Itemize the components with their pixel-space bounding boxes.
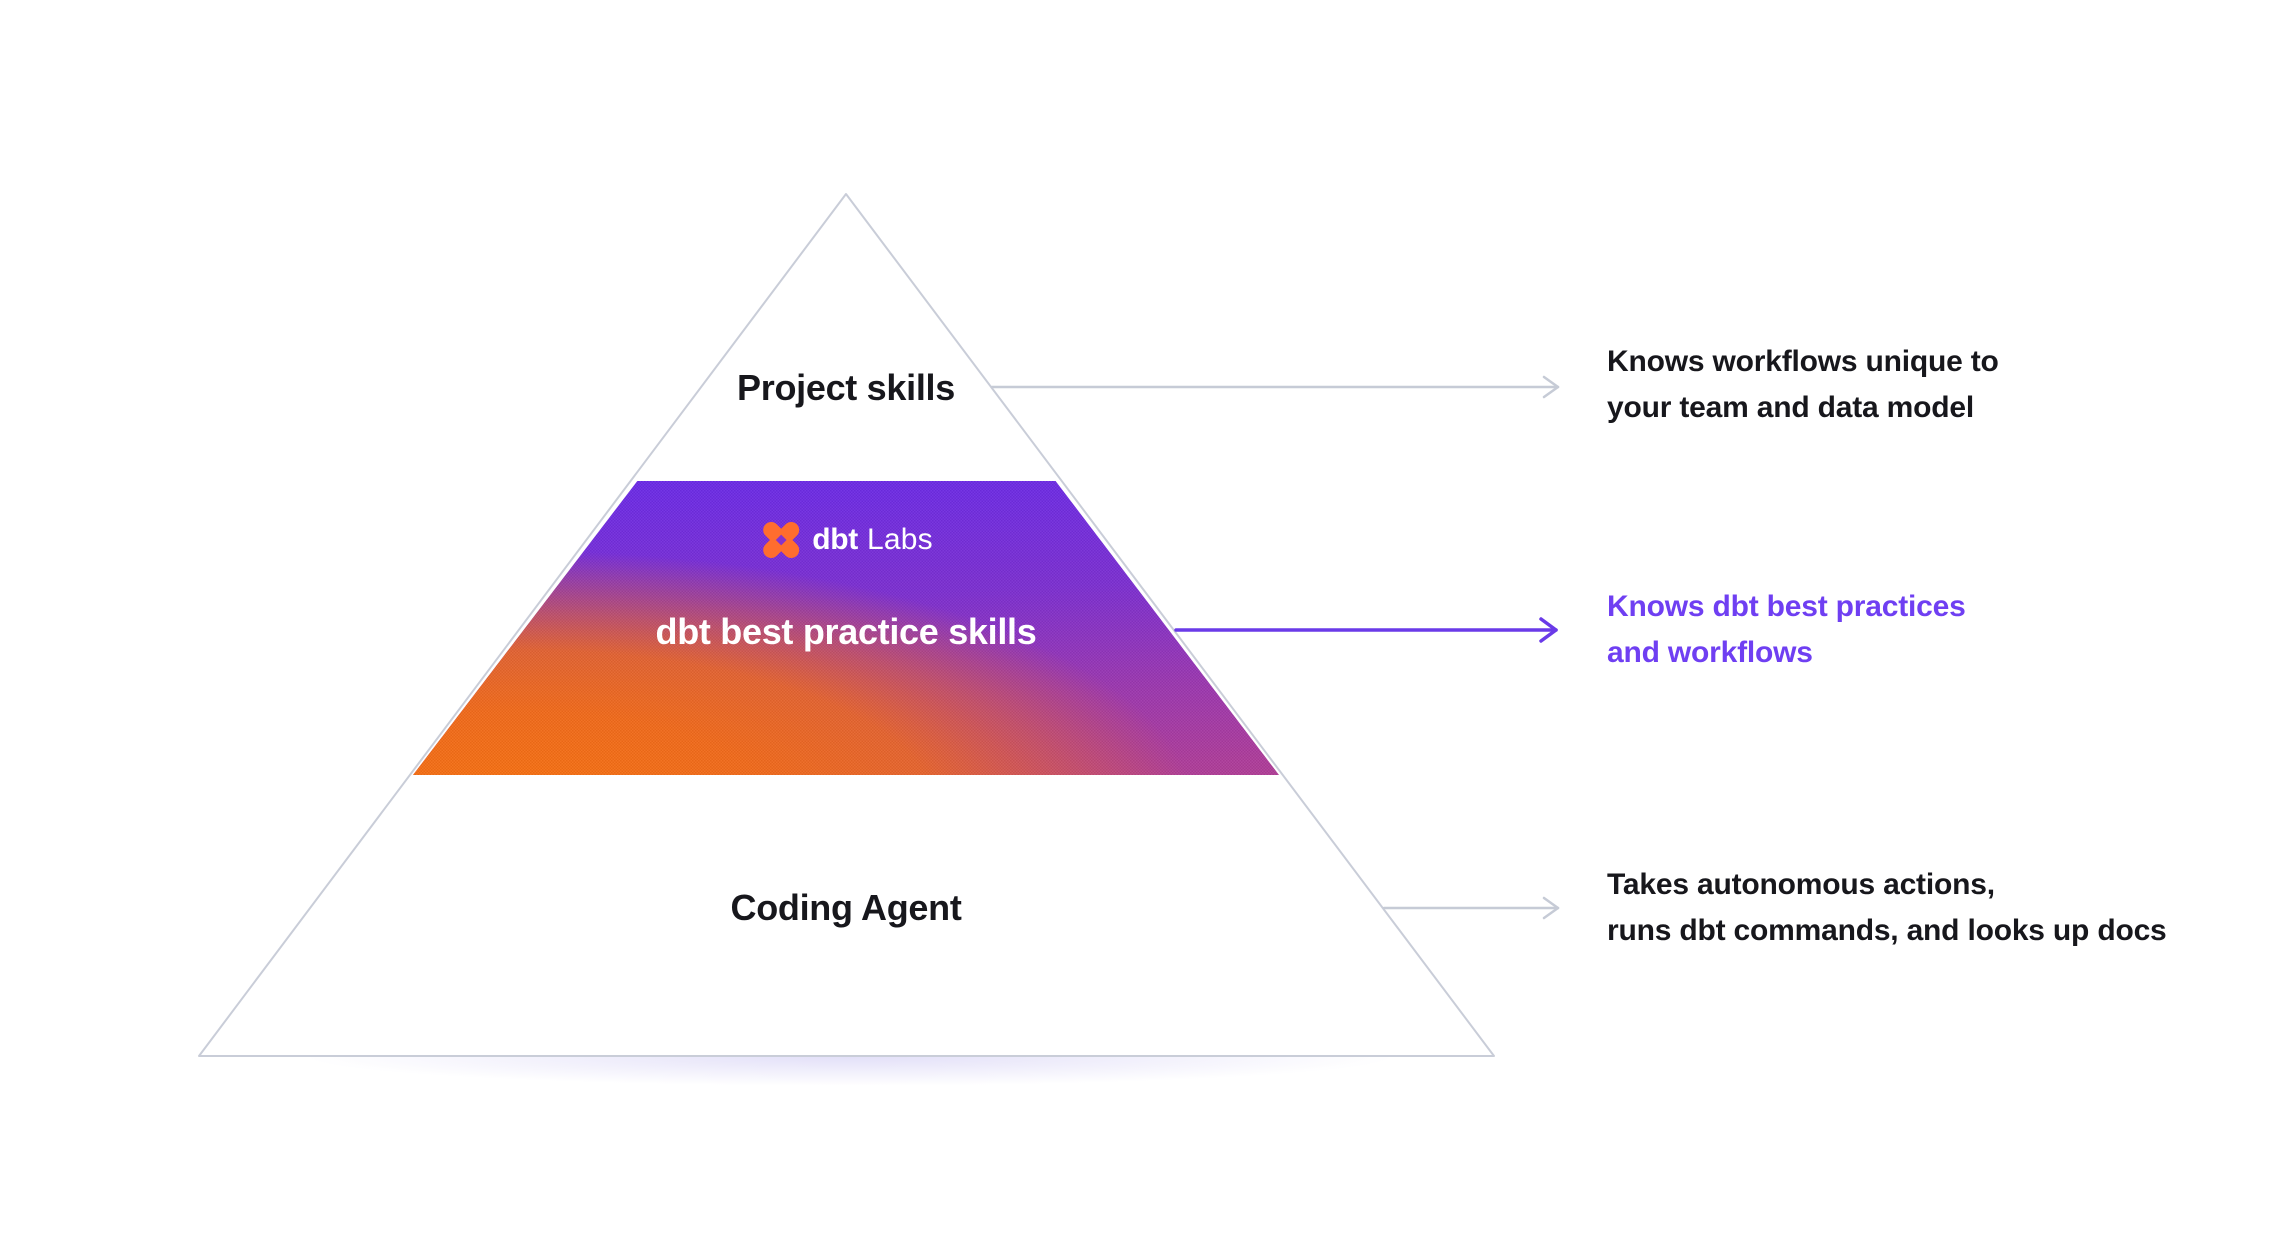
tier-label-coding-agent: Coding Agent [730,887,962,928]
annotation-line: Takes autonomous actions, [1607,868,1995,901]
annotation-line: and workflows [1607,636,1813,669]
chevron-right-icon [1542,375,1560,399]
logo-word-dbt: dbt [812,523,858,556]
connector-arrow-top [990,375,1560,399]
annotation-dbt-best-practices: Knows dbt best practices and workflows [1607,584,2247,676]
annotation-project-skills: Knows workflows unique to your team and … [1607,339,2247,431]
annotation-line: Knows workflows unique to [1607,345,1999,378]
annotation-line: runs dbt commands, and looks up docs [1607,914,2167,947]
connector-arrow-bottom [1382,896,1560,920]
connector-arrow-middle [1174,617,1558,643]
logo-word-labs: Labs [866,523,933,556]
dbt-pinwheel-icon [763,522,800,558]
chevron-right-icon [1542,896,1560,920]
annotation-line: Knows dbt best practices [1607,590,1966,623]
tier-label-dbt-best-practice-skills: dbt best practice skills [655,611,1037,652]
tier-label-project-skills: Project skills [737,367,955,408]
annotation-line: your team and data model [1607,391,1974,424]
chevron-right-icon [1539,617,1558,643]
annotation-coding-agent: Takes autonomous actions, runs dbt comma… [1607,862,2247,954]
